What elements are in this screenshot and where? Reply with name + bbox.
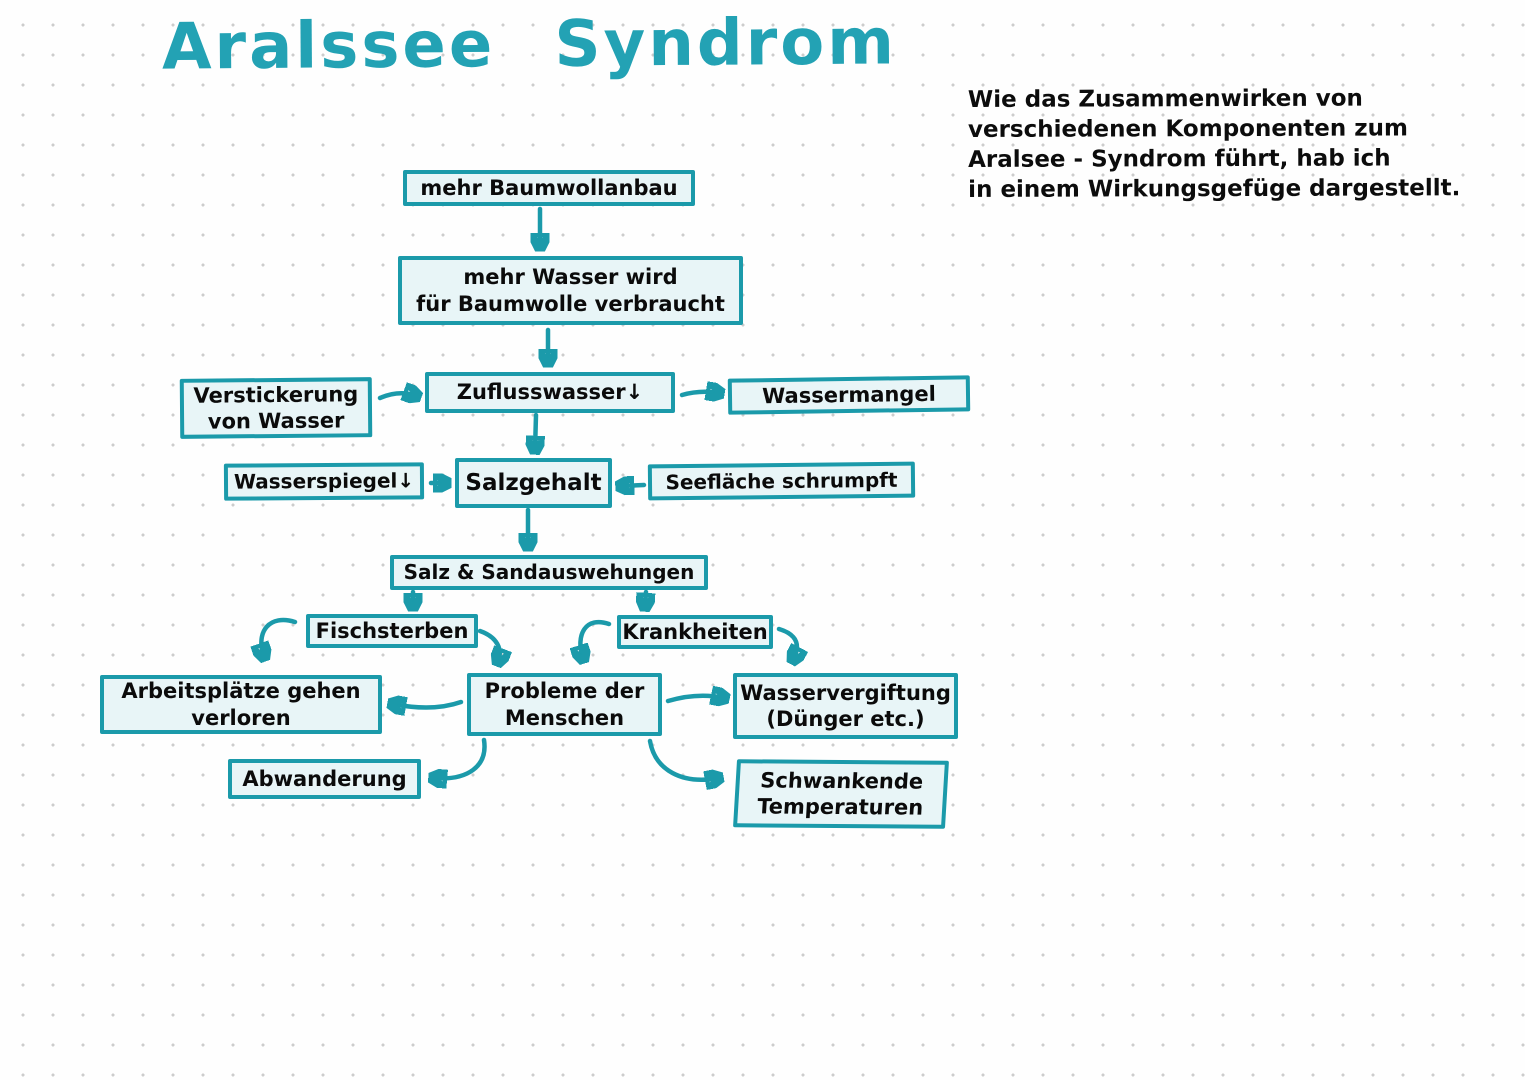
- node-wassermangel: Wassermangel: [727, 375, 971, 415]
- node-label: verloren: [191, 705, 291, 730]
- arrow-krankheiten-to-probleme: [580, 620, 612, 659]
- node-label: Temperaturen: [756, 794, 924, 820]
- node-arbeitsplaetze-verloren: Arbeitsplätze gehen verloren: [100, 675, 382, 734]
- node-label: Wasserspiegel↓: [233, 468, 415, 494]
- node-label: Wasservergiftung: [740, 680, 951, 705]
- intro-note-line: in einem Wirkungsgefüge dargestellt.: [968, 175, 1461, 203]
- arrow-probleme-to-abwanderung: [433, 737, 487, 778]
- node-salz-sandauswehungen: Salz & Sandauswehungen: [390, 555, 708, 590]
- node-seeflaeche-schrumpft: Seefläche schrumpft: [647, 461, 916, 501]
- node-salzgehalt: Salzgehalt: [455, 458, 612, 508]
- node-schwankende-temperaturen: Schwankende Temperaturen: [733, 759, 949, 829]
- node-zuflusswasser: Zuflusswasser↓: [425, 372, 675, 413]
- page-title: Aralssee Syndrom: [161, 5, 898, 85]
- node-abwanderung: Abwanderung: [228, 759, 421, 799]
- node-label: von Wasser: [207, 408, 345, 434]
- intro-note-line: Wie das Zusammenwirken von: [967, 85, 1363, 113]
- arrow-auswehungen-to-krankheiten: [645, 589, 646, 607]
- node-label: Krankheiten: [622, 619, 768, 644]
- node-label: Salz & Sandauswehungen: [403, 560, 695, 584]
- node-mehr-wasser-verbraucht: mehr Wasser wird für Baumwolle verbrauch…: [398, 256, 743, 325]
- intro-note-line: verschiedenen Komponenten zum: [967, 115, 1409, 143]
- node-verstickerung-von-wasser: Verstickerung von Wasser: [179, 377, 373, 439]
- arrow-fischsterben-to-arbeitsplaetze: [261, 617, 298, 657]
- node-krankheiten: Krankheiten: [617, 615, 773, 649]
- node-label: Fischsterben: [315, 618, 469, 643]
- arrow-zuflusswasser-to-salzgehalt: [535, 412, 536, 450]
- node-probleme-der-menschen: Probleme der Menschen: [467, 673, 662, 736]
- intro-note-line: Aralsee - Syndrom führt, hab ich: [968, 145, 1391, 173]
- arrow-krankheiten-to-wasservergiftung: [776, 626, 797, 660]
- arrow-probleme-to-temperaturen: [647, 738, 719, 780]
- node-mehr-baumwollanbau: mehr Baumwollanbau: [403, 170, 695, 206]
- node-fischsterben: Fischsterben: [306, 614, 478, 648]
- node-label: mehr Wasser wird: [463, 265, 678, 290]
- node-wasserspiegel: Wasserspiegel↓: [223, 462, 425, 501]
- node-label: für Baumwolle verbraucht: [416, 291, 725, 316]
- node-label: mehr Baumwollanbau: [420, 175, 678, 200]
- arrow-probleme-to-arbeitsplaetze: [392, 702, 464, 708]
- node-label: Seefläche schrumpft: [665, 467, 898, 494]
- node-label: Abwanderung: [242, 766, 407, 791]
- node-label: Menschen: [504, 705, 625, 730]
- node-label: Arbeitsplätze gehen: [121, 679, 361, 704]
- node-label: Probleme der: [484, 679, 645, 704]
- node-label: Schwankende: [759, 768, 924, 794]
- arrow-fischsterben-to-probleme: [477, 628, 500, 662]
- node-label: Zuflusswasser↓: [456, 380, 644, 405]
- node-label: Salzgehalt: [465, 469, 602, 496]
- node-label: Verstickerung: [193, 382, 359, 408]
- node-label: Wassermangel: [761, 381, 936, 409]
- arrow-verstickerung-to-zuflusswasser: [377, 393, 417, 398]
- node-label: (Dünger etc.): [766, 707, 925, 731]
- arrow-probleme-to-wasservergiftung: [665, 696, 725, 701]
- node-wasservergiftung: Wasservergiftung (Dünger etc.): [733, 673, 958, 739]
- arrow-zuflusswasser-to-wassermangel: [679, 392, 720, 395]
- intro-note: Wie das Zusammenwirken von verschiedenen…: [968, 83, 1508, 205]
- arrow-seeflaeche-to-salzgehalt: [620, 485, 647, 486]
